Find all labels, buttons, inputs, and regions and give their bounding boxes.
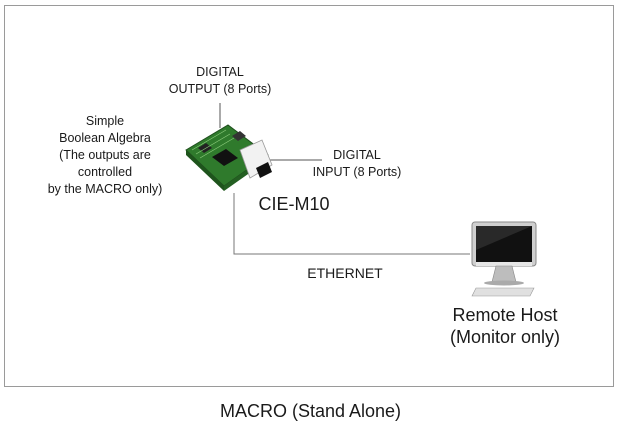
remote-host-label: Remote Host (Monitor only) — [449, 305, 561, 347]
digital-input-label: DIGITAL INPUT (8 Ports) — [312, 148, 402, 179]
digital-output-label: DIGITAL OUTPUT (8 Ports) — [168, 65, 272, 96]
diagram-frame — [4, 5, 614, 387]
boolean-algebra-label: Simple Boolean Algebra (The outputs are … — [47, 114, 163, 196]
cie-m10-board-icon — [185, 124, 273, 191]
device-label: CIE-M10 — [258, 194, 330, 214]
diagram-caption: MACRO (Stand Alone) — [219, 401, 402, 421]
ethernet-line — [233, 193, 470, 255]
monitor-icon — [471, 221, 537, 297]
ethernet-label: ETHERNET — [307, 265, 383, 281]
